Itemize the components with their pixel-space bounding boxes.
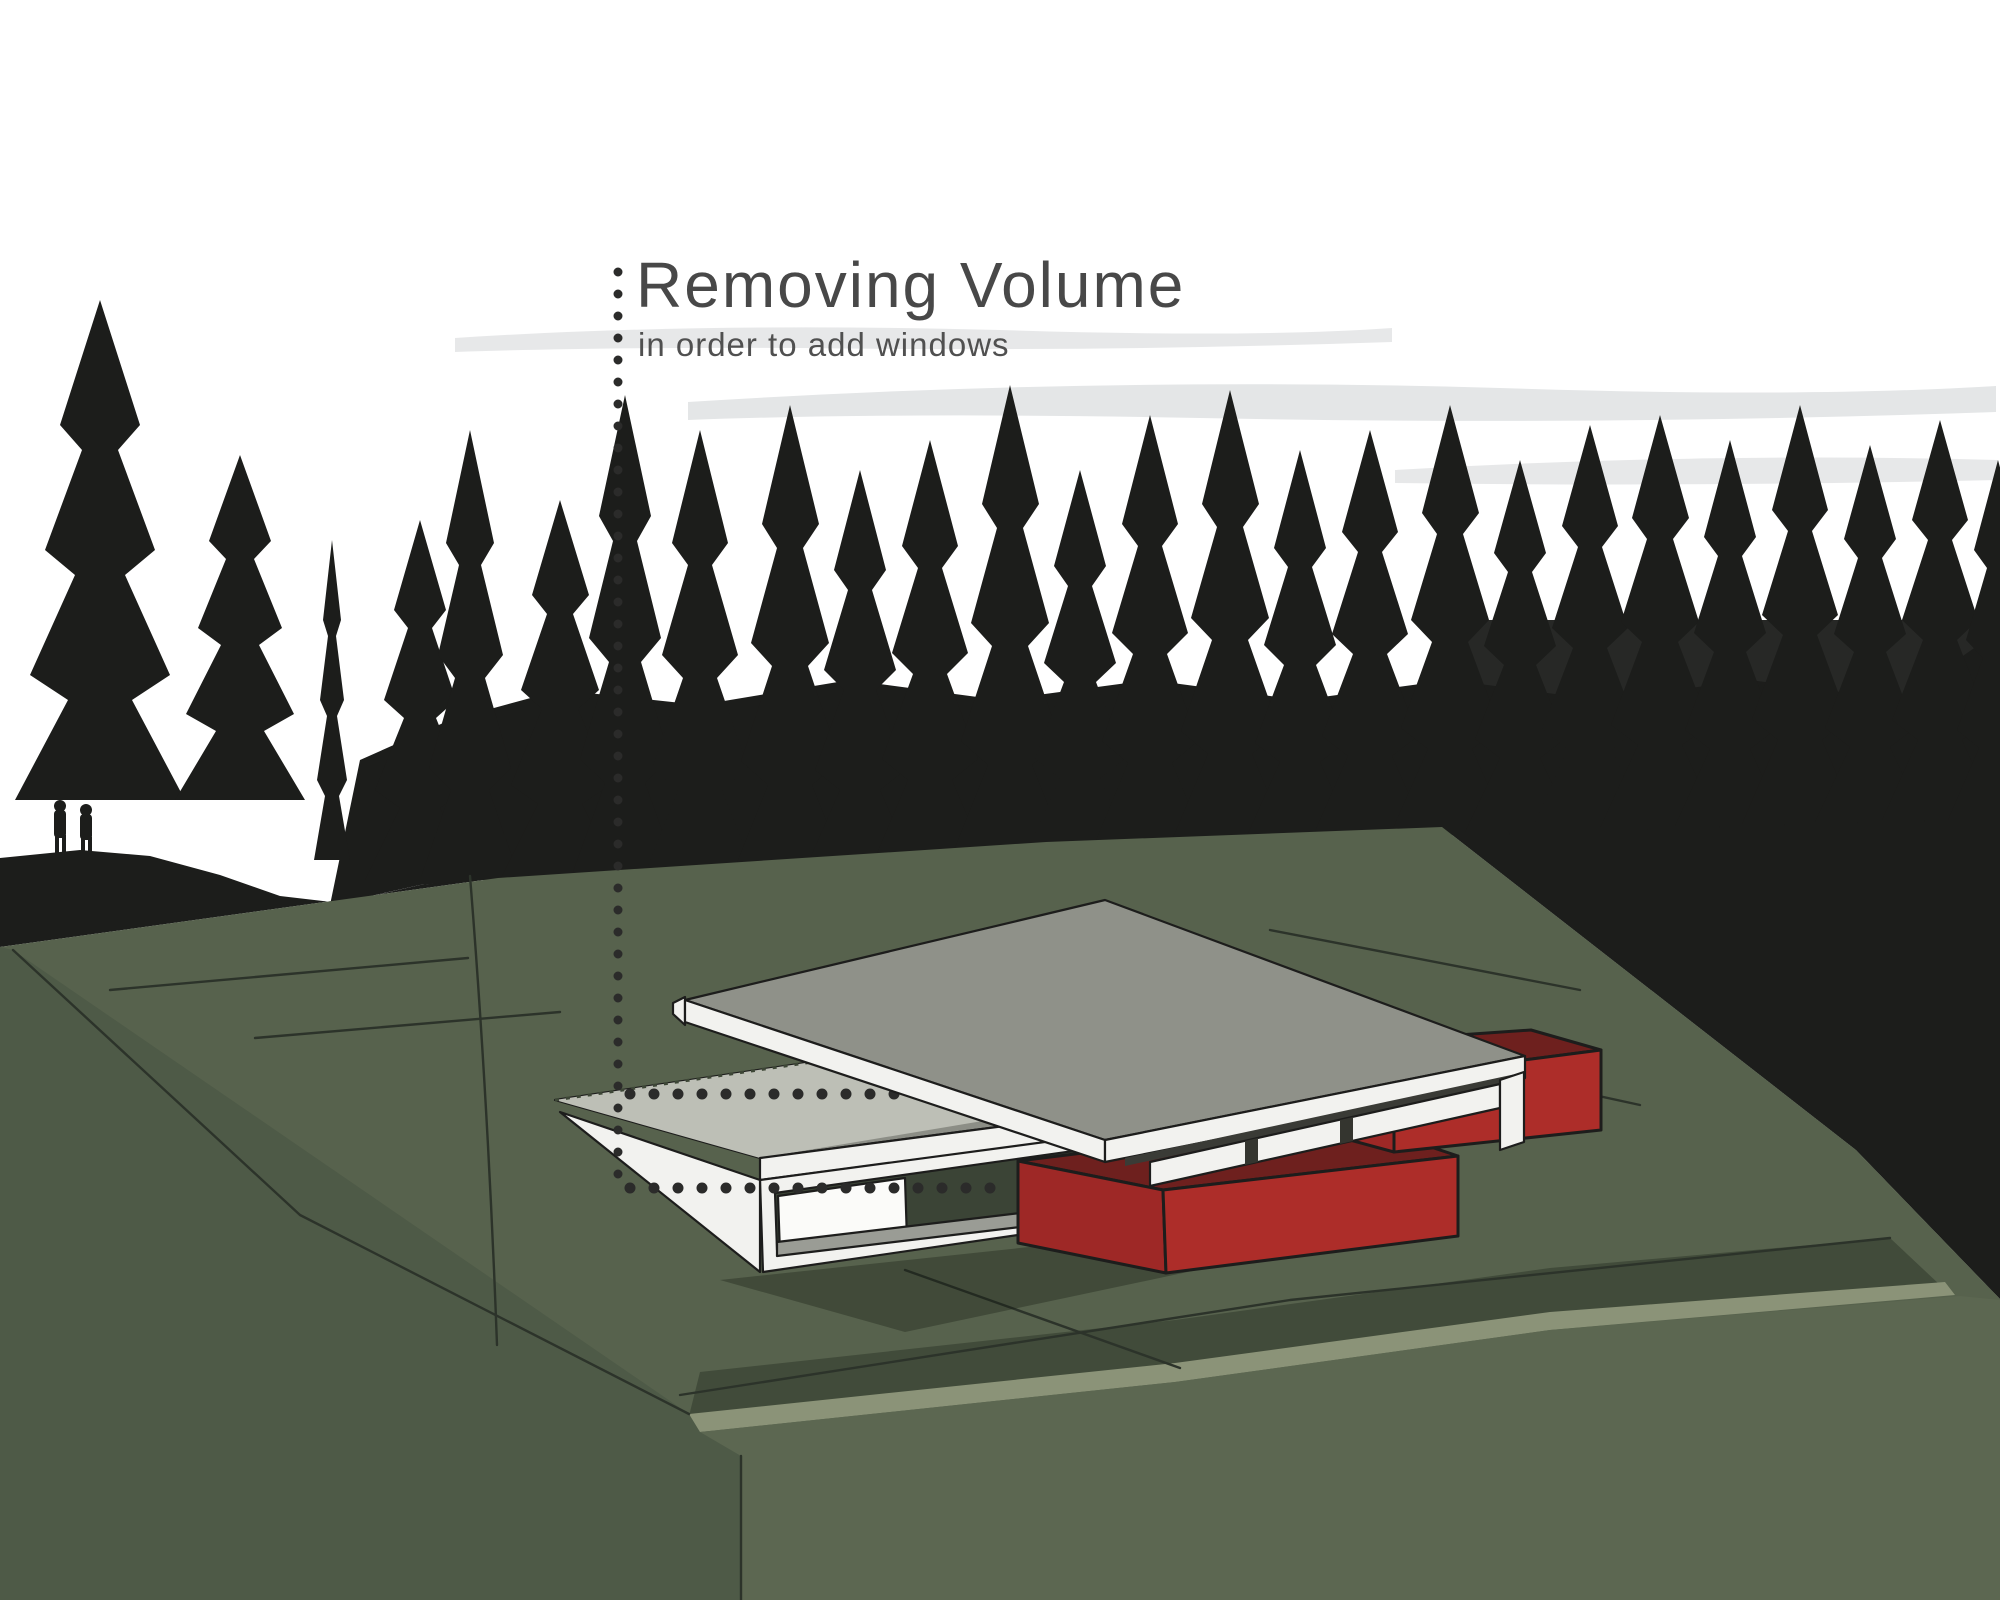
roof-edge-cap [671,995,687,1027]
fir-tree [1245,450,1355,840]
fir-tree [15,300,185,800]
clerestory-mullion [1340,1117,1353,1144]
terrain-fold-line [108,956,470,992]
terrain-shadow-band [689,1238,1940,1416]
fir-tree [950,385,1070,860]
fir-tree [805,470,915,870]
terrain-fold-line [468,874,499,1347]
diagram-title: Removing Volume [636,249,1186,321]
diagram-subtitle: in order to add windows [638,326,1010,363]
fir-tree [1092,415,1208,850]
terrain-fold-line [678,1236,1892,1397]
fir-tree [175,455,305,800]
title-block: Removing Volume in order to add windows [636,248,1185,364]
cloud-streak [1395,457,1998,485]
fir-tree [314,540,350,860]
removed-volume-lower-front [1161,1154,1460,1275]
terrain-fold-line [903,1268,1182,1370]
fir-tree [1025,470,1135,855]
fir-tree [1465,460,1575,832]
terrain-fold-line [11,948,691,1416]
fir-tree [500,500,620,880]
fir-trees [15,300,2000,880]
hikers-silhouette [54,800,92,858]
treeline-silhouette [0,300,2000,1299]
roof-slab [671,898,1527,1188]
fir-tree [365,520,475,880]
fir-tree [872,440,988,865]
fir-tree [1948,460,2000,820]
cliff-face [700,1296,2000,1600]
corner-column [1498,1070,1526,1152]
fir-tree [1815,445,1925,822]
fir-tree [642,430,758,880]
fir-tree [1312,430,1428,838]
fir-tree [570,395,680,880]
clerestory-mullion [1245,1138,1258,1165]
terrain-fold-line [1268,928,1582,992]
terrain-fold-line [253,1010,562,1040]
cloud-streak [455,327,1392,352]
fir-tree [420,430,520,880]
terrace-ledge [689,1282,1955,1432]
fir-tree [1675,440,1785,826]
roof-underside-shadow [1125,1072,1525,1166]
left-retaining-wall [558,1110,762,1274]
